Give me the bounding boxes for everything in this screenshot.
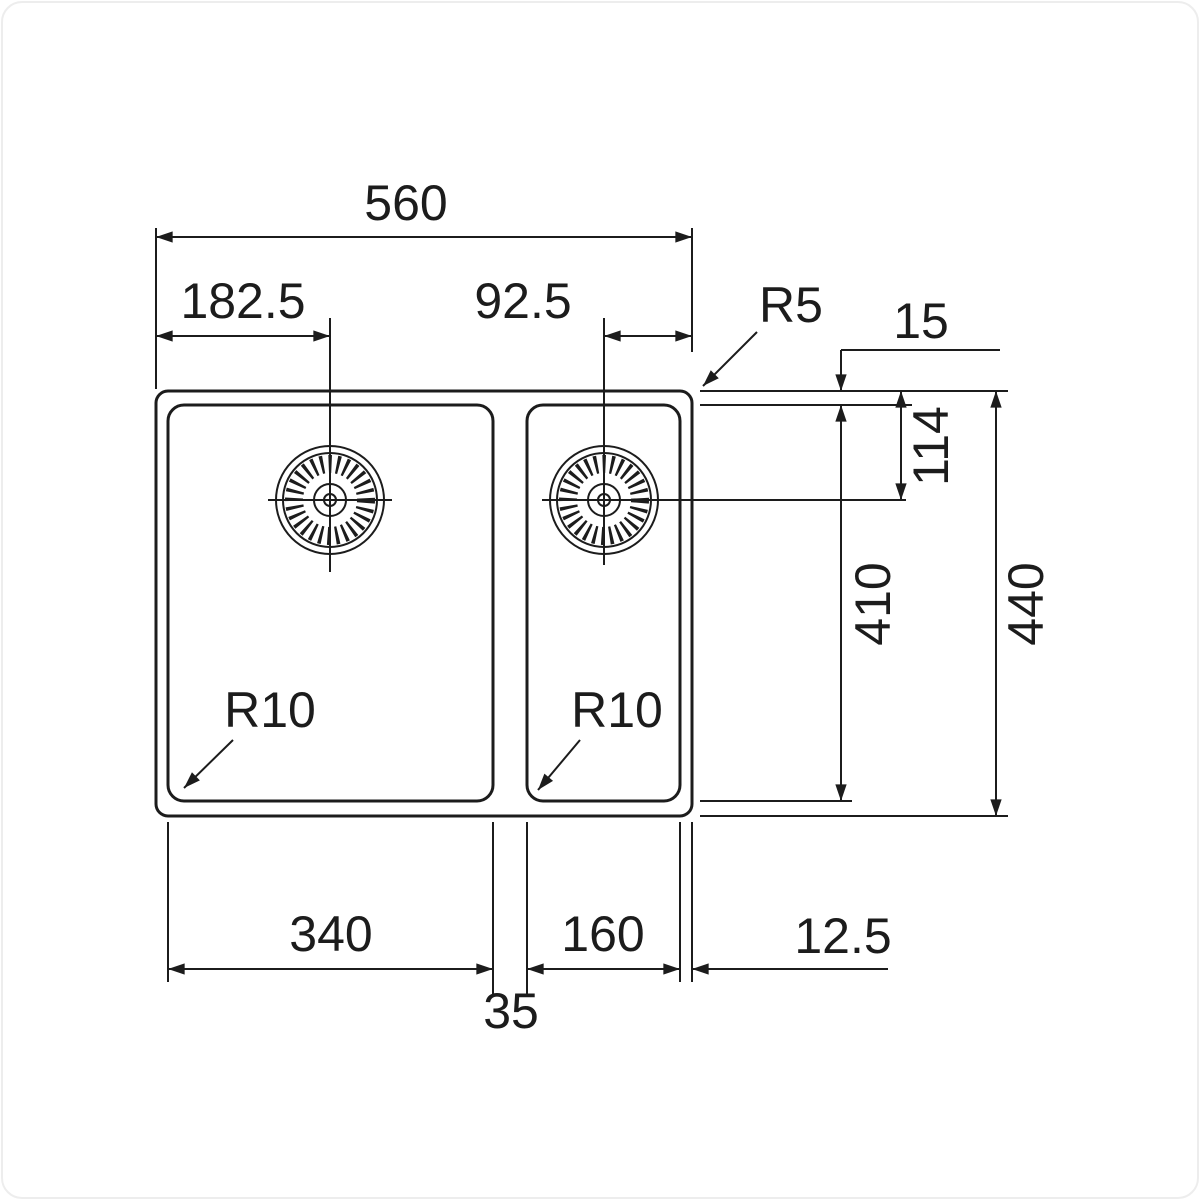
dim-right-bowl-width: 160 (527, 906, 680, 975)
leader-line (537, 739, 581, 791)
dim-left-bowl-radius: R10 (183, 682, 316, 789)
dim-left-bowl-width: 340 (168, 906, 493, 975)
dim-drain-center-depth: 114 (895, 391, 959, 500)
dim-left-drain-offset: 182.5 (156, 273, 330, 342)
dim-left-drain-offset-label: 182.5 (180, 273, 305, 329)
dim-drain-center-depth-label: 114 (903, 406, 959, 486)
dim-top-rim-label: 15 (893, 293, 949, 349)
dim-right-drain-offset: 92.5 (474, 273, 692, 342)
dim-left-bowl-width-label: 340 (289, 906, 372, 962)
dim-left-bowl-radius-label: R10 (224, 682, 316, 738)
dim-outer-corner-radius: R5 (702, 277, 823, 387)
dim-overall-width-label: 560 (364, 175, 447, 231)
dim-overall-width: 560 (156, 175, 692, 243)
dim-outer-corner-radius-label: R5 (759, 277, 823, 333)
dim-divider-width-label: 35 (483, 983, 539, 1039)
dim-top-rim: 15 (835, 293, 1000, 391)
dim-side-rim: 12.5 (692, 908, 892, 975)
dim-side-rim-label: 12.5 (794, 908, 891, 964)
dim-overall-depth: 440 (990, 391, 1054, 816)
dim-right-bowl-radius: R10 (537, 682, 663, 791)
sink-outline (154, 389, 694, 818)
dim-overall-depth-label: 440 (998, 562, 1054, 645)
leader-line (183, 739, 234, 789)
dim-right-bowl-width-label: 160 (561, 906, 644, 962)
dim-right-bowl-radius-label: R10 (571, 682, 663, 738)
leader-line (702, 331, 758, 387)
dim-right-drain-offset-label: 92.5 (474, 273, 571, 329)
dim-bowl-depth: 410 (835, 405, 901, 801)
dim-divider-width: 35 (483, 983, 539, 1039)
dim-bowl-depth-label: 410 (845, 562, 901, 645)
